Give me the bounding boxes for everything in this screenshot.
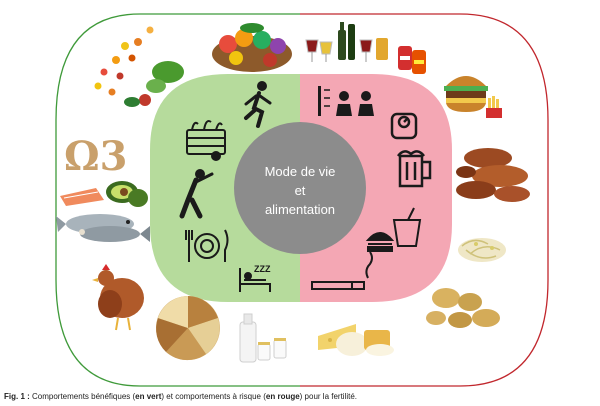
potatoes <box>426 288 500 328</box>
sleeping-bed-icon: ZZZ <box>239 264 271 292</box>
fish <box>56 214 150 242</box>
risk-outline <box>300 13 549 387</box>
running-woman-icon <box>244 81 272 128</box>
caption-part1: Comportements bénéfiques ( <box>29 392 136 401</box>
center-line-3: alimentation <box>265 202 335 217</box>
cheeses <box>318 324 394 356</box>
burger-and-fries <box>444 76 502 118</box>
wine-and-beer-glasses <box>305 22 388 62</box>
center-line-2: et <box>295 183 306 198</box>
caption-prefix: Fig. 1 : <box>4 392 30 401</box>
beer-mug-icon <box>397 150 432 188</box>
stretching-person-icon <box>179 169 214 219</box>
center-circle <box>234 122 366 254</box>
chicken <box>92 264 144 331</box>
weighing-scale-icon <box>390 112 418 140</box>
sleep-z-label: ZZZ <box>254 264 271 274</box>
caption-red-word: en rouge <box>265 392 300 401</box>
sedentary-screen-icon <box>318 86 374 116</box>
fast-food-icon <box>365 207 422 252</box>
vitamins-and-vegetables <box>94 26 184 107</box>
soda-cans <box>398 46 426 74</box>
figure-caption: Fig. 1 : Comportements bénéfiques (en ve… <box>4 392 598 401</box>
cigarette-icon <box>311 251 373 290</box>
grains-pie <box>156 296 220 361</box>
sausages-and-meat <box>456 148 530 202</box>
fruit-basket <box>212 23 292 72</box>
healthy-plate-icon <box>185 229 229 262</box>
caption-part2: ) et comportements à risque ( <box>161 392 266 401</box>
caption-green-word: en vert <box>135 392 162 401</box>
omega-3-text: Ω3 <box>64 133 127 180</box>
milk-and-yogurt <box>239 313 287 363</box>
bean-sprouts <box>458 238 506 262</box>
caption-part3: ) pour la fertilité. <box>299 392 358 401</box>
center-line-1: Mode de vie <box>265 164 336 179</box>
omega-3-letters: Ω3 <box>64 133 127 180</box>
beneficial-outline <box>55 13 300 387</box>
vegetable-crate-icon <box>186 120 226 161</box>
salmon-and-avocado <box>60 181 148 207</box>
